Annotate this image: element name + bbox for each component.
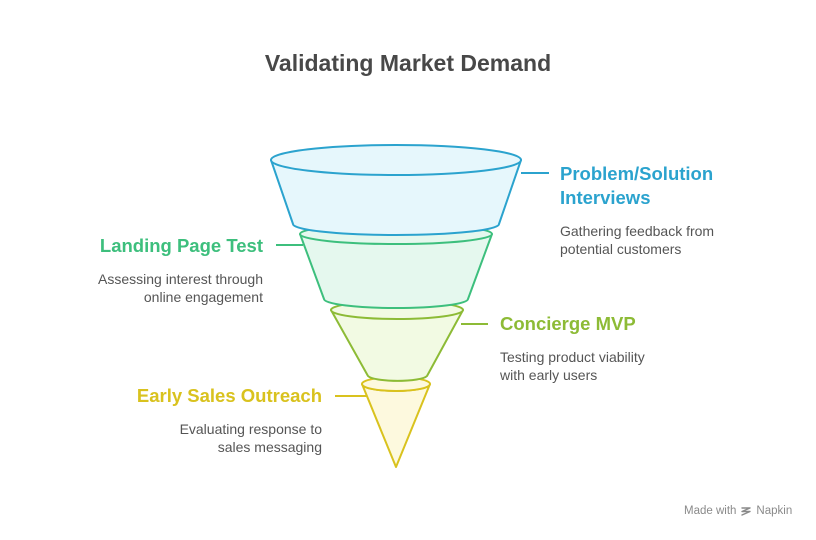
stage-description-early-sales-outreach: Evaluating response to sales messaging xyxy=(180,420,322,456)
stage-description-line: sales messaging xyxy=(217,439,322,455)
stage-heading-line: Concierge MVP xyxy=(500,313,636,334)
stage-heading-landing-page-test: Landing Page Test xyxy=(100,234,263,258)
stage-description-line: online engagement xyxy=(143,289,263,305)
stage-description-line: Testing product viability xyxy=(500,349,645,365)
stage-description-problem-solution-interviews: Gathering feedback from potential custom… xyxy=(560,222,714,258)
made-with-napkin-footer: Made with Napkin xyxy=(684,505,792,517)
stage-description-line: potential customers xyxy=(560,241,682,257)
stage-description-line: Assessing interest through xyxy=(98,271,263,287)
funnel-segment-problem-solution-interviews xyxy=(270,144,522,236)
stage-description-line: Gathering feedback from xyxy=(560,223,715,239)
stage-description-concierge-mvp: Testing product viability with early use… xyxy=(500,348,645,384)
napkin-logo-icon xyxy=(741,507,752,516)
napkin-brand-label: Napkin xyxy=(756,505,793,517)
made-with-label: Made with xyxy=(684,505,737,517)
stage-description-landing-page-test: Assessing interest through online engage… xyxy=(98,270,263,306)
stage-heading-problem-solution-interviews: Problem/Solution Interviews xyxy=(560,162,713,210)
stage-description-line: with early users xyxy=(500,367,598,383)
stage-heading-line: Problem/Solution xyxy=(560,163,714,184)
funnel-segment-landing-page-test xyxy=(299,223,493,309)
diagram-title: Validating Market Demand xyxy=(264,50,552,76)
stage-heading-line: Interviews xyxy=(560,187,651,208)
stage-heading-early-sales-outreach: Early Sales Outreach xyxy=(137,384,322,408)
stage-heading-line: Landing Page Test xyxy=(99,235,263,256)
funnel-segment-concierge-mvp xyxy=(330,300,464,382)
stage-description-line: Evaluating response to xyxy=(179,421,322,437)
funnel-segment-early-sales-outreach xyxy=(361,376,431,468)
stage-heading-concierge-mvp: Concierge MVP xyxy=(500,312,636,336)
stage-heading-line: Early Sales Outreach xyxy=(136,385,322,406)
